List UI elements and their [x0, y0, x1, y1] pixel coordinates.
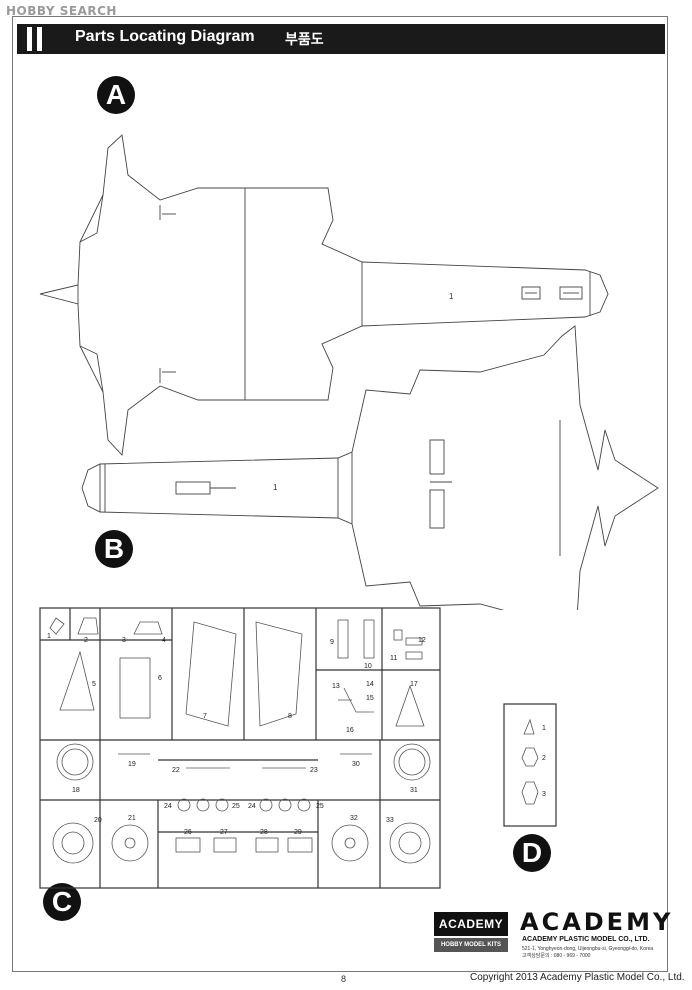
- page-title: Parts Locating Diagram: [75, 28, 255, 45]
- part-number: 2: [84, 637, 88, 644]
- part-number: 1: [47, 633, 51, 640]
- part-number: 14: [366, 681, 374, 688]
- view-badge-b: B: [95, 530, 133, 568]
- part-number: 13: [332, 683, 340, 690]
- sprue-c: 1 2 3 4 5 6 7 8 9 10 11 12 13 14 15 16 1…: [39, 607, 441, 889]
- header-stripe: [37, 27, 42, 51]
- part-number: 19: [128, 761, 136, 768]
- part-number: 12: [418, 637, 426, 644]
- header-stripe: [27, 27, 32, 51]
- part-number: 18: [72, 787, 80, 794]
- sprue-c-part-numbers: 1 2 3 4 5 6 7 8 9 10 11 12 13 14 15 16 1…: [47, 633, 426, 836]
- part-number: 24: [248, 803, 256, 810]
- part-number: 4: [162, 637, 166, 644]
- section-header: Parts Locating Diagram 부품도: [17, 24, 665, 54]
- part-number: 7: [203, 713, 207, 720]
- part-number: 20: [94, 817, 102, 824]
- part-number: 22: [172, 767, 180, 774]
- bottom-view-outline: [81, 325, 659, 610]
- sprue-c-frame: [39, 607, 441, 889]
- view-badge-a: A: [97, 76, 135, 114]
- copyright: Copyright 2013 Academy Plastic Model Co.…: [470, 972, 685, 983]
- company-phone: 고객상담문의 : 080 - 969 - 7000: [522, 953, 591, 959]
- part-number: 31: [410, 787, 418, 794]
- page-frame: [12, 16, 668, 972]
- part-number: 17: [410, 681, 418, 688]
- page-title-korean: 부품도: [285, 31, 324, 47]
- fuselage-part-number: 1: [449, 292, 454, 301]
- company-name: ACADEMY PLASTIC MODEL CO., LTD.: [522, 936, 650, 943]
- page-number: 8: [341, 974, 347, 984]
- view-badge-c: C: [43, 883, 81, 921]
- part-number: 30: [352, 761, 360, 768]
- part-number: 33: [386, 817, 394, 824]
- part-number: 28: [260, 829, 268, 836]
- part-number: 9: [330, 639, 334, 646]
- sprue-d: 1 2 3: [503, 703, 557, 827]
- part-number: 6: [158, 675, 162, 682]
- part-number: 8: [288, 713, 292, 720]
- part-number: 21: [128, 815, 136, 822]
- part-number: 23: [310, 767, 318, 774]
- top-view-outline: [39, 134, 609, 457]
- part-number: 32: [350, 815, 358, 822]
- company-address: 521-1, Yonghyeon-dong, Uijeongbu-si, Gye…: [522, 946, 654, 952]
- part-number: 10: [364, 663, 372, 670]
- academy-logo: ACADEMY: [520, 908, 674, 936]
- view-badge-d: D: [513, 834, 551, 872]
- part-number: 15: [366, 695, 374, 702]
- part-number: 29: [294, 829, 302, 836]
- part-number: 3: [122, 637, 126, 644]
- part-number: 16: [346, 727, 354, 734]
- part-number: 24: [164, 803, 172, 810]
- part-number: 27: [220, 829, 228, 836]
- part-number: 5: [92, 681, 96, 688]
- aircraft-drawing: 1 1: [39, 134, 659, 610]
- part-number: 11: [390, 655, 397, 662]
- academy-badge-subtitle: HOBBY MODEL KITS: [434, 938, 508, 952]
- academy-badge: ACADEMY HOBBY MODEL KITS: [434, 912, 508, 952]
- part-number: 25: [232, 803, 240, 810]
- part-number: 26: [184, 829, 192, 836]
- academy-badge-title: ACADEMY: [434, 912, 508, 936]
- part-number: 2: [542, 755, 546, 762]
- fuselage-part-number: 1: [273, 483, 278, 492]
- watermark: HOBBY SEARCH: [6, 4, 117, 18]
- part-number: 1: [542, 725, 546, 732]
- part-number: 25: [316, 803, 324, 810]
- part-number: 3: [542, 791, 546, 798]
- sprue-d-frame: [503, 703, 557, 827]
